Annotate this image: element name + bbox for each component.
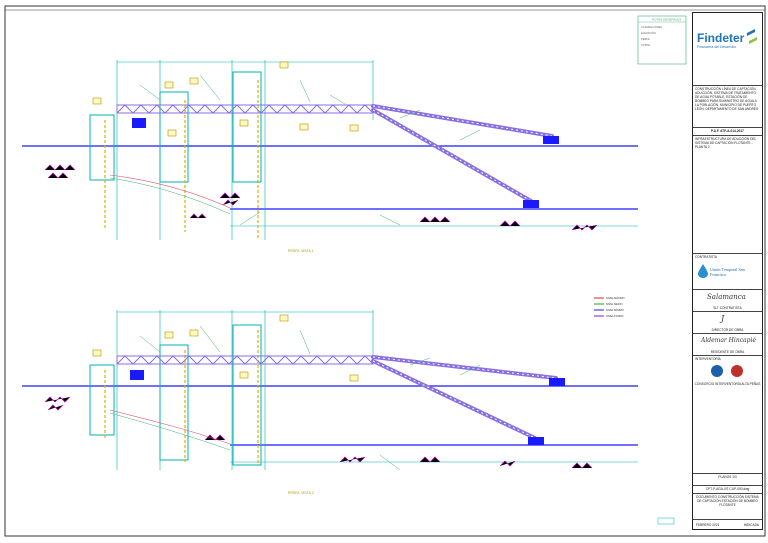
contractor-logo-text: Unión Temporal San Francisco: [710, 267, 745, 277]
signature-2: J DIRECTOR DE OBRA: [693, 311, 762, 333]
upper-view-caption: PERFIL VISTA 1: [288, 249, 314, 253]
findeter-tagline: Financiera del Desarrollo: [697, 45, 736, 49]
contract-number: P.A.F. ATF-A-014-2017: [693, 127, 762, 135]
signature-2-mark: J: [721, 314, 725, 323]
consortium-logo-icon: [711, 365, 743, 377]
sheet-number: PLANOS 1/3: [693, 473, 762, 485]
view-upper: PERFIL VISTA 1: [22, 60, 638, 253]
svg-text:ELEVACIÓN: ELEVACIÓN: [641, 30, 656, 35]
plan-code: CPT-P-AGA-0IT-CUP-000.dwg: [693, 485, 762, 493]
svg-text:NIVEL MÁXIMO: NIVEL MÁXIMO: [606, 296, 625, 300]
signature-3-mark: Aldemar Hincapié: [701, 337, 756, 344]
signature-1: Salamanca SLT CONTRATISTA: [693, 289, 762, 311]
signature-1-mark: Salamanca: [707, 293, 746, 301]
svg-text:PERFIL: PERFIL: [641, 37, 651, 41]
contractor-block: CONTRATISTA Unión Temporal San Francisco: [693, 253, 762, 289]
level-legend: NIVEL MÁXIMO NIVEL MEDIO NIVEL MÍNIMO NI…: [594, 296, 625, 318]
svg-text:NIVEL MEDIO: NIVEL MEDIO: [606, 302, 623, 306]
svg-text:NOTAS GENERALES: NOTAS GENERALES: [652, 18, 681, 22]
project-description: CONSTRUCCIÓN LÍNEA DE CAPTACIÓN, ADUCCIÓ…: [693, 85, 762, 127]
svg-text:CORTE: CORTE: [641, 43, 650, 47]
svg-text:NIVEL MÍNIMO: NIVEL MÍNIMO: [606, 308, 624, 312]
date-scale-row: FEBRERO 2021 INDICADA: [693, 519, 762, 530]
svg-text:NIVEL FONDO: NIVEL FONDO: [606, 314, 624, 318]
plan-title: DOCUMENTO CONSTRUCCIÓN SISTEMA DE CAPTAC…: [693, 493, 762, 519]
svg-text:CONVENCIONES: CONVENCIONES: [641, 25, 662, 29]
lower-view-caption: PERFIL VISTA 2: [288, 491, 314, 495]
notes-box: NOTAS GENERALES CONVENCIONES ELEVACIÓN P…: [637, 15, 687, 65]
title-block: Findeter Financiera del Desarrollo CONST…: [692, 12, 763, 530]
plan-description: INFRAESTRUCTURA DE ADUCCIÓN DEL SISTEMA …: [693, 135, 762, 155]
view-lower: PERFIL VISTA 2: [22, 310, 638, 495]
signature-3: Aldemar Hincapié RESIDENTE DE OBRA: [693, 333, 762, 355]
outer-border: [4, 5, 766, 537]
scale-stamp: [657, 517, 675, 525]
drop-logo-icon: [698, 264, 708, 278]
findeter-arrow-icon: [747, 29, 757, 44]
interventor-block: INTERVENTORÍA CONSORCIO INTERVENTORÍA AL…: [693, 355, 762, 391]
findeter-brand: Findeter: [697, 31, 745, 45]
findeter-logo: Findeter Financiera del Desarrollo: [693, 13, 762, 63]
